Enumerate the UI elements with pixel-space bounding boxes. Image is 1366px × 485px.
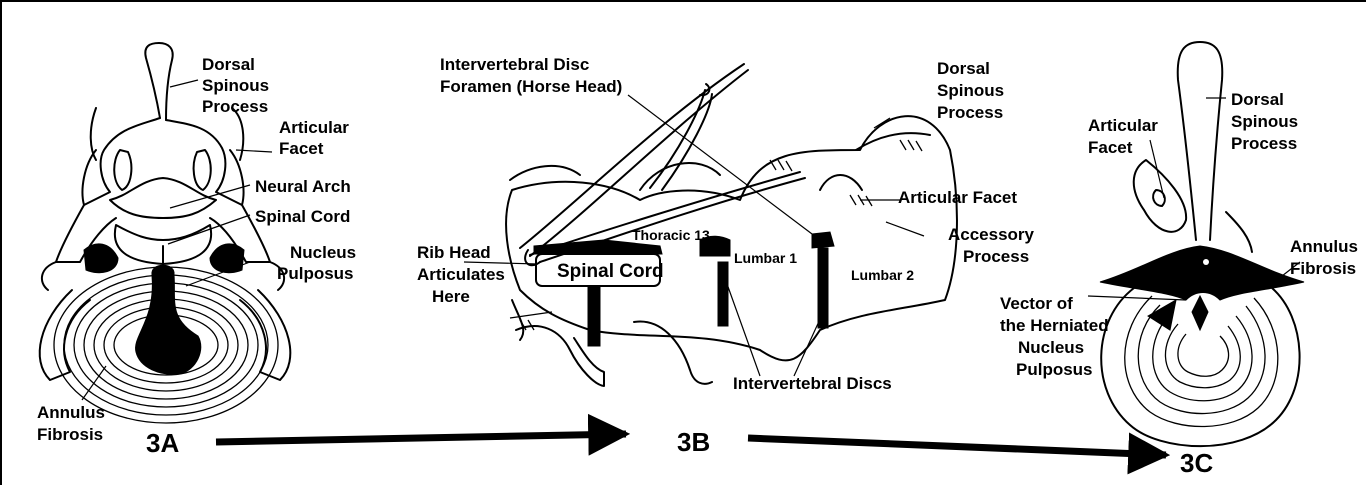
label-3a-dorsal-spinous-process: Dorsal Spinous Process bbox=[202, 55, 274, 116]
arrow-3a-to-3b bbox=[216, 434, 626, 442]
label-3b-accessory-process: Accessory Process bbox=[948, 225, 1039, 266]
caption-3b: 3B bbox=[677, 427, 710, 457]
label-3b-lumbar-1: Lumbar 1 bbox=[734, 250, 797, 266]
label-3b-intervertebral-discs: Intervertebral Discs bbox=[733, 374, 892, 393]
label-3c-dorsal-spinous-process: Dorsal Spinous Process bbox=[1231, 90, 1303, 153]
label-3c-annulus-fibrosis: Annulus Fibrosis bbox=[1290, 237, 1363, 278]
label-3b-lumbar-2: Lumbar 2 bbox=[851, 267, 914, 283]
label-3a-annulus-fibrosis: Annulus Fibrosis bbox=[37, 403, 110, 444]
arrow-3b-to-3c bbox=[748, 438, 1166, 455]
label-3a-spinal-cord: Spinal Cord bbox=[255, 207, 350, 226]
label-3b-foramen: Intervertebral Disc Foramen (Horse Head) bbox=[440, 55, 622, 96]
label-3b-spinal-cord: Spinal Cord bbox=[557, 261, 664, 282]
label-3a-nucleus-pulposus: Nucleus Pulposus bbox=[277, 243, 361, 283]
label-3b-articular-facet: Articular Facet bbox=[898, 188, 1017, 207]
label-3b-rib-head: Rib Head Articulates Here bbox=[417, 243, 510, 306]
label-3a-articular-facet: Articular Facet bbox=[279, 118, 354, 158]
label-3c-vector-herniated: Vector of the Herniated Nucleus Pulposus bbox=[1000, 294, 1113, 379]
label-3a-neural-arch: Neural Arch bbox=[255, 177, 351, 196]
label-3c-articular-facet: Articular Facet bbox=[1088, 116, 1163, 157]
caption-3a: 3A bbox=[146, 428, 179, 458]
label-3b-thoracic-13: Thoracic 13 bbox=[632, 227, 710, 243]
label-3b-dorsal-spinous-process: Dorsal Spinous Process bbox=[937, 59, 1009, 122]
caption-3c: 3C bbox=[1180, 448, 1213, 478]
figure-3b-drawing bbox=[464, 64, 957, 386]
